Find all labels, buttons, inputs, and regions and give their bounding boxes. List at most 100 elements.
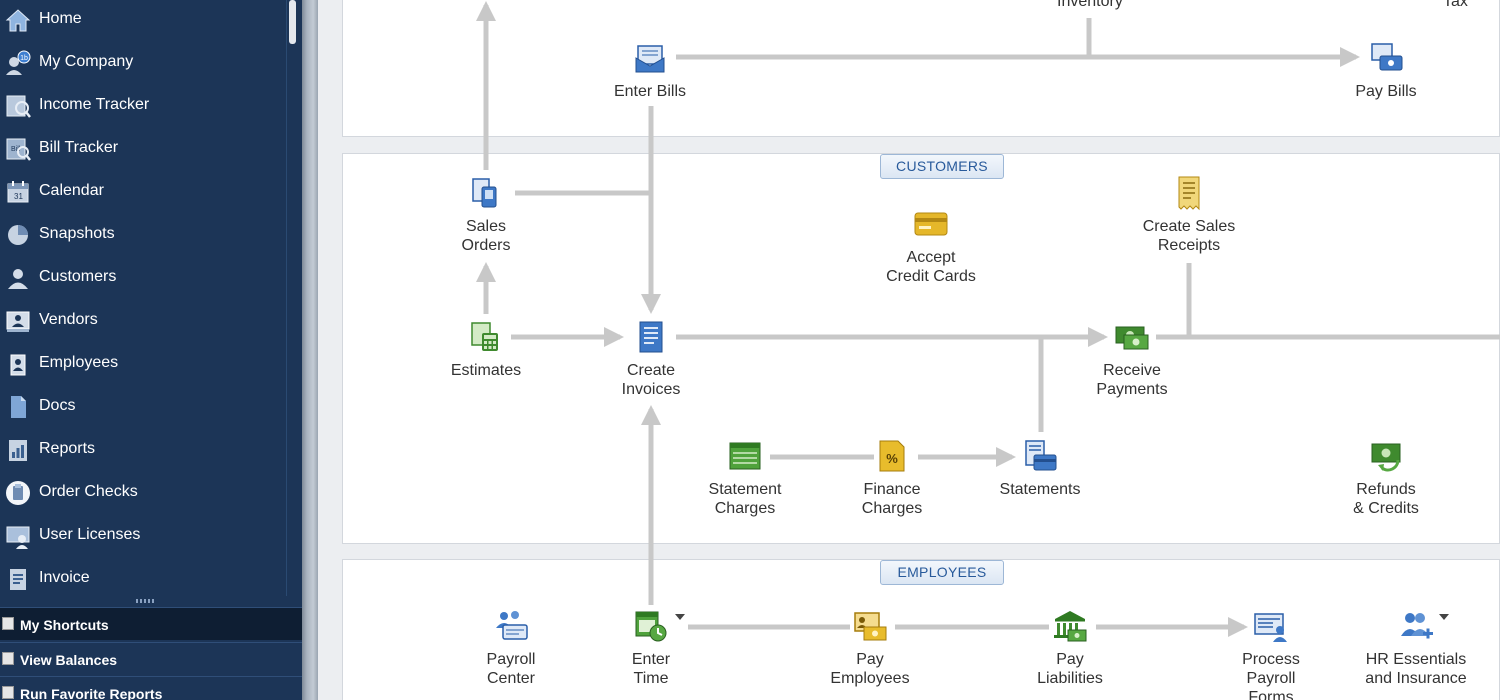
- sales-orders-icon: [472, 178, 497, 208]
- create-invoices-button[interactable]: Create Invoices: [601, 319, 701, 403]
- pie-chart-icon: [8, 225, 28, 245]
- enter-bills-label: Enter Bills: [613, 83, 687, 100]
- sidebar-item-label: Docs: [39, 397, 76, 414]
- vendors-panel: [342, 0, 1500, 137]
- enter-time-button[interactable]: Enter Time: [601, 608, 701, 692]
- document-icon: [11, 396, 26, 418]
- bank-building-icon: [1054, 611, 1087, 642]
- sidebar-item-label: Vendors: [39, 311, 98, 328]
- sidebar-scrollbar-thumb[interactable]: [289, 0, 296, 44]
- estimates-button[interactable]: Estimates: [436, 319, 536, 381]
- sales-orders-label: Sales Orders: [461, 218, 511, 254]
- tax-label-partial[interactable]: Tax: [1443, 0, 1468, 10]
- sidebar-item-docs[interactable]: Docs: [0, 387, 286, 430]
- statement-charges-label: Statement Charges: [708, 481, 782, 517]
- sidebar-item-label: My Company: [39, 53, 134, 70]
- create-sales-receipts-button[interactable]: Create Sales Receipts: [1124, 175, 1254, 259]
- vendor-icon: [6, 311, 30, 332]
- pay-bills-button[interactable]: Pay Bills: [1326, 40, 1446, 102]
- sidebar-item-my-company[interactable]: 1b My Company: [0, 43, 286, 86]
- receive-payments-button[interactable]: Receive Payments: [1082, 319, 1182, 403]
- refunds-credits-label: Refunds & Credits: [1353, 481, 1419, 517]
- sidebar-item-income-tracker[interactable]: Income Tracker: [0, 86, 286, 129]
- estimates-label: Estimates: [450, 362, 522, 379]
- enter-time-dropdown-caret-icon[interactable]: [675, 614, 685, 620]
- estimates-icon: [471, 322, 498, 351]
- svg-text:%: %: [886, 451, 898, 466]
- sidebar-item-reports[interactable]: Reports: [0, 430, 286, 473]
- sidebar-item-label: Reports: [39, 440, 96, 457]
- workflow-arrows: [476, 1, 1500, 637]
- sidebar-item-employees[interactable]: Employees: [0, 344, 286, 387]
- finance-charges-label: Finance Charges: [861, 481, 923, 517]
- sidebar-item-label: Invoice: [39, 569, 90, 586]
- sidebar-item-snapshots[interactable]: Snapshots: [0, 215, 286, 258]
- payroll-center-button[interactable]: Payroll Center: [461, 608, 561, 692]
- receive-payments-label: Receive Payments: [1096, 362, 1168, 398]
- svg-text:Bill: Bill: [11, 146, 21, 153]
- payroll-center-icon: [496, 611, 528, 640]
- hr-essentials-icon: [1401, 613, 1433, 639]
- home-icon: [5, 9, 31, 32]
- view-balances-button[interactable]: View Balances: [0, 642, 302, 675]
- hr-essentials-dropdown-caret-icon[interactable]: [1439, 614, 1449, 620]
- refunds-credits-icon: [1371, 443, 1401, 472]
- pay-liabilities-button[interactable]: Pay Liabilities: [1020, 608, 1120, 692]
- run-favorite-reports-button[interactable]: Run Favorite Reports: [0, 676, 302, 700]
- finance-charges-button[interactable]: % Finance Charges: [842, 438, 942, 522]
- accept-credit-cards-button[interactable]: Accept Credit Cards: [870, 206, 992, 290]
- accept-credit-cards-label: Accept Credit Cards: [886, 249, 976, 285]
- employees-section-title: EMPLOYEES: [880, 560, 1004, 585]
- left-icon-bar: Home 1b My Company Income Tracker Bill B…: [0, 0, 302, 700]
- calendar-icon: 31: [7, 181, 29, 203]
- sidebar-item-order-checks[interactable]: Order Checks: [0, 473, 286, 516]
- credit-card-icon: [914, 212, 948, 236]
- sidebar-item-customers[interactable]: Customers: [0, 258, 286, 301]
- view-balances-label: View Balances: [20, 652, 118, 668]
- sidebar-item-vendors[interactable]: Vendors: [0, 301, 286, 344]
- favorite-reports-icon: [2, 686, 14, 699]
- pay-employees-button[interactable]: Pay Employees: [820, 608, 920, 692]
- employee-badge-icon: [10, 354, 26, 376]
- sidebar-item-label: Snapshots: [39, 225, 115, 242]
- pay-employees-label: Pay Employees: [830, 651, 910, 687]
- statement-charges-icon: [729, 442, 761, 470]
- statements-label: Statements: [999, 481, 1081, 498]
- pay-bills-icon: [1371, 43, 1403, 71]
- inventory-label-partial[interactable]: Inventory: [1057, 0, 1123, 10]
- income-tracker-icon: [6, 95, 31, 118]
- sidebar-item-invoice[interactable]: Invoice: [0, 559, 286, 602]
- payroll-forms-icon: [1254, 613, 1287, 642]
- sidebar-item-bill-tracker[interactable]: Bill Bill Tracker: [0, 129, 286, 172]
- balances-icon: [2, 652, 14, 665]
- enter-bills-button[interactable]: Enter Bills: [590, 40, 710, 102]
- home-workflow-canvas: CUSTOMERS EMPLOYEES: [318, 0, 1500, 700]
- statements-button[interactable]: Statements: [980, 438, 1100, 500]
- report-icon: [9, 440, 27, 461]
- my-shortcuts-button[interactable]: My Shortcuts: [0, 607, 302, 640]
- customers-section-title: CUSTOMERS: [880, 154, 1004, 179]
- payroll-center-label: Payroll Center: [486, 651, 536, 687]
- sidebar-item-calendar[interactable]: 31 Calendar: [0, 172, 286, 215]
- refunds-credits-button[interactable]: Refunds & Credits: [1328, 438, 1444, 522]
- hr-essentials-button[interactable]: HR Essentials and Insurance: [1351, 608, 1481, 692]
- sidebar-scrollbar[interactable]: [286, 0, 302, 598]
- sales-receipt-icon: [1178, 176, 1200, 211]
- receive-payments-icon: [1115, 326, 1149, 350]
- splitter-grip-icon[interactable]: [136, 599, 156, 603]
- sidebar-item-home[interactable]: Home: [0, 0, 286, 43]
- sidebar-item-user-licenses[interactable]: User Licenses: [0, 516, 286, 559]
- pay-employees-icon: [854, 612, 887, 641]
- process-payroll-forms-button[interactable]: Process Payroll Forms: [1221, 608, 1321, 700]
- pay-liabilities-label: Pay Liabilities: [1037, 651, 1103, 687]
- hr-essentials-label: HR Essentials and Insurance: [1365, 651, 1467, 687]
- sidebar-item-label: Bill Tracker: [39, 139, 119, 156]
- statement-charges-button[interactable]: Statement Charges: [695, 438, 795, 522]
- statements-icon: [1025, 440, 1057, 471]
- pane-divider[interactable]: [302, 0, 318, 700]
- order-checks-icon: [6, 481, 30, 505]
- enter-bills-icon: [635, 45, 665, 73]
- sales-orders-button[interactable]: Sales Orders: [436, 175, 536, 259]
- process-payroll-forms-label: Process Payroll Forms: [1242, 651, 1300, 700]
- sidebar-item-label: Home: [39, 10, 82, 27]
